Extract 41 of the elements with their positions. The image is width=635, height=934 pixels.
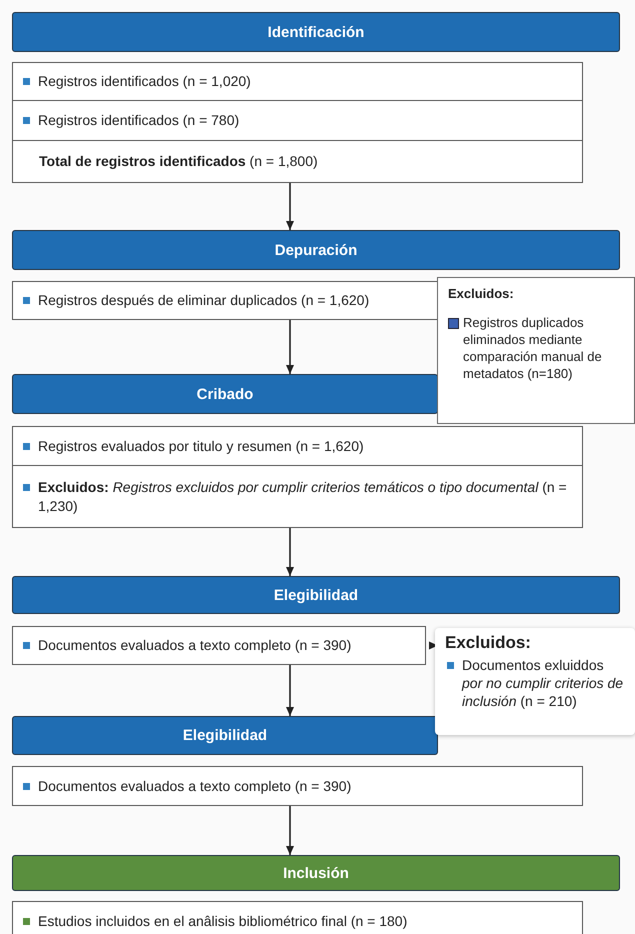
record-text: Documentos evaluados a texto completo (n = 390) (38, 636, 352, 655)
exclusion-heading: Excluidos: (448, 286, 515, 303)
record-box (12, 281, 438, 320)
stage-title: Elegibilidad (274, 586, 358, 604)
stage-header (12, 374, 438, 414)
record-text: Documentos evaluados a texto completo (n = 390) (38, 776, 352, 796)
record-text: Total de registros identificados (n = 1,800) (39, 152, 319, 171)
record-box (12, 465, 583, 528)
exclusion-heading: Excluidos: (445, 632, 532, 654)
record-box (12, 901, 583, 934)
stage-header (12, 12, 620, 52)
arrow (286, 183, 294, 230)
stage-header (12, 230, 620, 270)
record-text: Estudios incluidos en el anâlisis bibliométrico final (n = 180) (38, 912, 408, 930)
record-text: Registros evaluados por titulo y resumen (n = 1,620) (38, 436, 364, 456)
record-text: Registros identificados (n = 780) (38, 111, 240, 130)
record-box (12, 140, 583, 183)
exclusion-box (437, 277, 635, 424)
exclusion-box (435, 628, 635, 735)
record-text: Registros identificados (n = 1,020) (38, 72, 251, 91)
record-box (12, 626, 426, 665)
arrow (286, 665, 294, 716)
stage-header (12, 855, 620, 891)
stage-title: Depuración (274, 242, 358, 258)
stage-header (12, 576, 620, 614)
stage-title: Elegibilidad (182, 727, 268, 744)
exclusion-text: Documentos exluiddos por no cumplir criterios de inclusión (n = 210) (462, 656, 624, 711)
stage-title: Inclusión (283, 864, 349, 882)
arrow (286, 806, 294, 855)
record-text: Excluidos: Registros excluidos por cumplir criterios temáticos o tipo documental (n = 1,230) (38, 478, 568, 515)
record-box (12, 100, 583, 141)
record-box (12, 62, 583, 101)
stage-header (12, 716, 438, 755)
arrow (286, 320, 294, 374)
arrow (286, 528, 294, 576)
stage-title: Cribado (196, 386, 254, 402)
record-box (12, 766, 583, 806)
record-text: Registros después de eliminar duplicados (n = 1,620) (38, 291, 370, 310)
stage-title: Identificación (268, 24, 364, 40)
exclusion-text: Registros duplicados eliminados mediante comparación manual de metadatos (n=180) (463, 314, 603, 382)
record-box (12, 426, 583, 466)
